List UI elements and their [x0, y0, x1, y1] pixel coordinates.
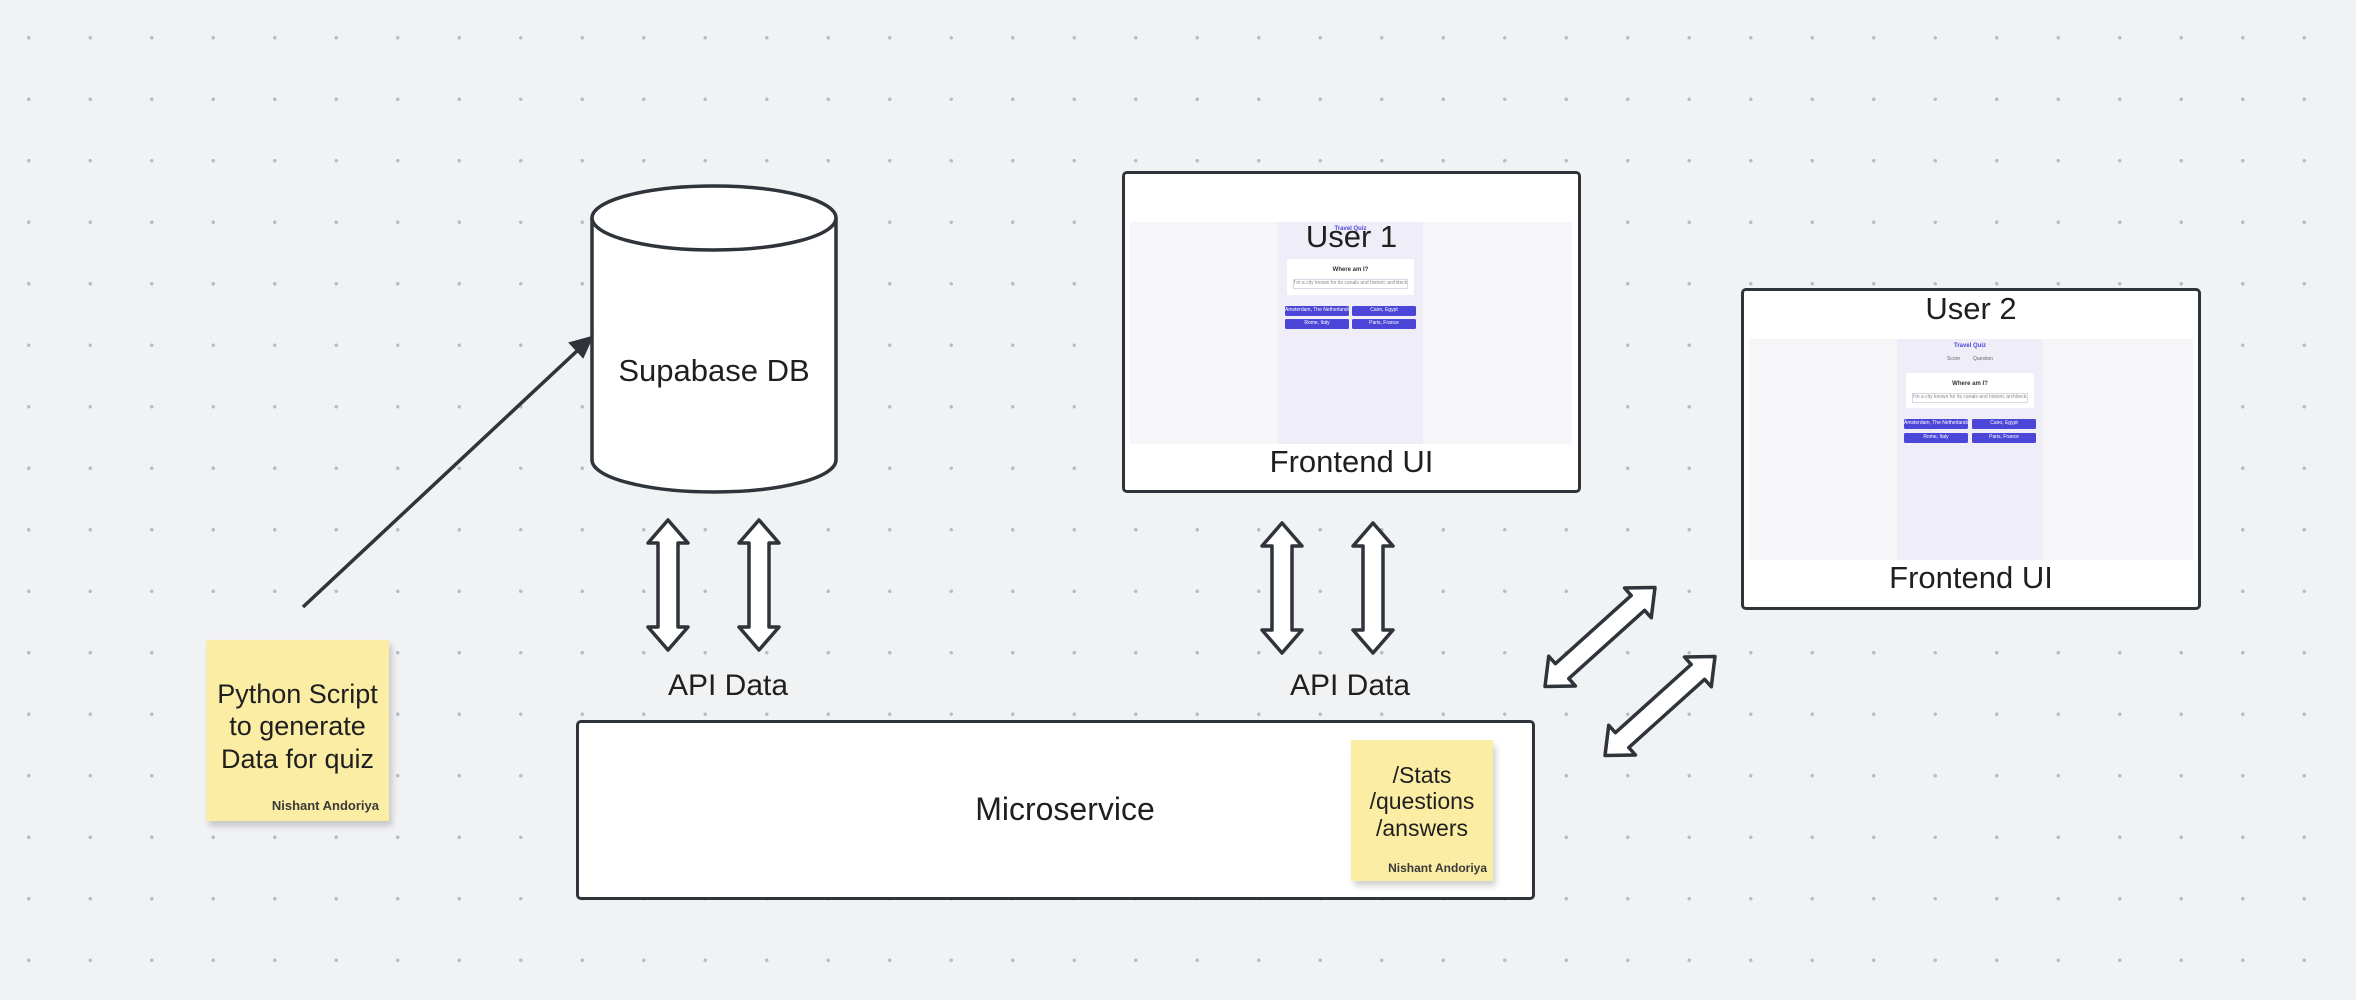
- python-to-db-arrow[interactable]: [301, 335, 594, 609]
- endpoint-answers: /answers: [1375, 814, 1469, 841]
- endpoint-questions: /questions: [1369, 788, 1475, 815]
- db-api-double-arrow-left[interactable]: [646, 518, 690, 652]
- user1-preview-frame: Travel Quiz Where am I? I'm a city known…: [1130, 222, 1572, 444]
- database-label: Supabase DB: [618, 353, 810, 388]
- user1-frontend-card[interactable]: Travel Quiz Where am I? I'm a city known…: [1122, 171, 1581, 493]
- user1-preview-option: Cairo, Egypt: [1352, 306, 1416, 316]
- user2-double-arrow-upper[interactable]: [1532, 573, 1669, 702]
- user2-preview-app-title: Travel Quiz: [1953, 343, 1986, 349]
- user2-preview-option: Cairo, Egypt: [1972, 419, 2036, 429]
- user2-preview-option: Paris, France: [1972, 433, 2036, 443]
- user1-preview-option: Rome, Italy: [1285, 319, 1349, 329]
- endpoints-sticky-author: Nishant Andoriya: [1388, 861, 1487, 875]
- python-sticky-line: Data for quiz: [220, 743, 375, 774]
- python-sticky-line: to generate: [229, 711, 366, 742]
- user2-caption: Frontend UI: [1889, 560, 2053, 595]
- user2-preview-frame: Travel Quiz Score Question Where am I? I…: [1749, 339, 2193, 560]
- python-script-sticky[interactable]: Python Script to generate Data for quiz …: [206, 640, 389, 821]
- user2-preview-chip: Score: [1947, 356, 1961, 362]
- user1-preview-question: Where am I?: [1332, 267, 1369, 273]
- endpoints-sticky[interactable]: /Stats /questions /answers Nishant Andor…: [1351, 740, 1493, 881]
- user1-preview-option: Paris, France: [1352, 319, 1416, 329]
- user2-preview-chip: Question: [1973, 356, 1994, 362]
- db-api-double-arrow-right[interactable]: [737, 518, 781, 652]
- python-sticky-line: Python Script: [217, 679, 378, 709]
- user1-preview-question-card: Where am I? I'm a city known for its can…: [1287, 259, 1414, 295]
- user2-double-arrow-lower[interactable]: [1592, 642, 1729, 771]
- user2-preview-option: Rome, Italy: [1904, 433, 1968, 443]
- user1-preview-hint: I'm a city known for its canals and hist…: [1293, 279, 1408, 289]
- python-sticky-author: Nishant Andoriya: [271, 798, 379, 813]
- user1-title: User 1: [1305, 219, 1398, 254]
- user2-title: User 2: [1925, 291, 2017, 326]
- user1-preview-option: Amsterdam, The Netherlands: [1285, 306, 1349, 316]
- db-api-data-label: API Data: [667, 669, 789, 702]
- user2-preview-phone: Travel Quiz Score Question Where am I? I…: [1897, 339, 2043, 560]
- endpoint-stats: /Stats: [1392, 762, 1452, 788]
- ui-api-data-label: API Data: [1289, 669, 1411, 702]
- microservice-label: Microservice: [975, 791, 1155, 827]
- user1-caption: Frontend UI: [1269, 444, 1434, 479]
- user1-preview-app-title: Travel Quiz: [1334, 226, 1367, 232]
- user2-preview-hint: I'm a city known for its canals and hist…: [1912, 393, 2028, 403]
- user2-preview-option: Amsterdam, The Netherlands: [1904, 419, 1968, 429]
- user2-frontend-card[interactable]: User 2 Travel Quiz Score Question Where …: [1741, 288, 2201, 610]
- database-cylinder[interactable]: [590, 184, 838, 494]
- user1-preview-phone: Travel Quiz Where am I? I'm a city known…: [1278, 222, 1423, 444]
- user2-preview-question: Where am I?: [1952, 381, 1988, 387]
- ui-api-double-arrow-left[interactable]: [1260, 521, 1304, 655]
- user2-preview-question-card: Where am I? I'm a city known for its can…: [1906, 373, 2034, 408]
- ui-api-double-arrow-right[interactable]: [1351, 521, 1395, 655]
